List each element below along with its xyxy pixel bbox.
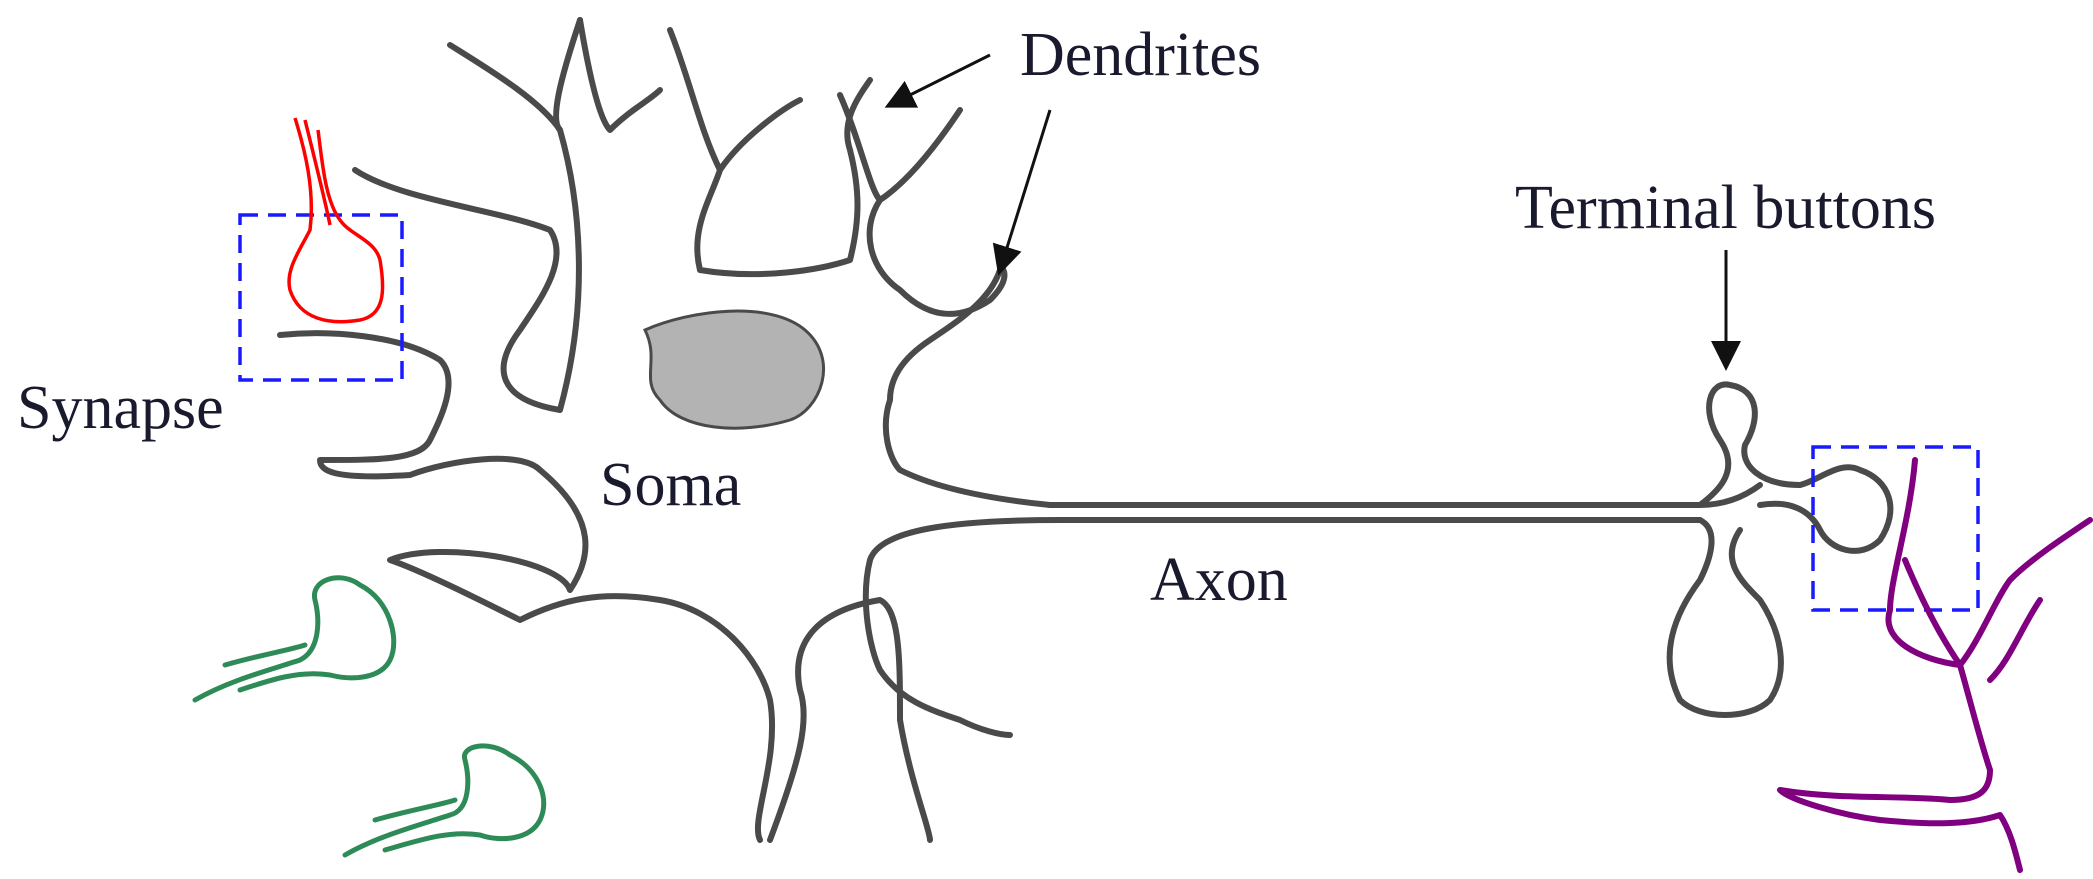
dendrite-upper-mid [670, 30, 870, 274]
terminal-button-right [1760, 467, 1890, 551]
label-dendrites: Dendrites [1020, 21, 1261, 89]
label-axon: Axon [1150, 546, 1288, 614]
presynaptic-neuron-green-upper [195, 578, 394, 700]
nucleus [645, 311, 824, 428]
label-synapse: Synapse [17, 374, 224, 442]
arrow-dendrites-1 [890, 55, 990, 105]
label-soma: Soma [600, 451, 741, 519]
presynaptic-neuron-green-lower [345, 746, 544, 855]
neuron-outline [280, 20, 1760, 840]
presynaptic-neuron-red [289, 118, 383, 322]
dendrite-right-upper [886, 270, 1760, 505]
synapse-box-left [240, 215, 402, 380]
postsynaptic-dendrite-purple [1780, 460, 2090, 870]
soma-dendrite-outline [280, 333, 930, 840]
terminal-button-bottom [1670, 520, 1781, 715]
terminal-button-top [1700, 384, 1800, 505]
terminal-buttons [1670, 384, 1891, 715]
arrow-dendrites-2 [1000, 110, 1050, 270]
label-terminal-buttons: Terminal buttons [1515, 174, 1936, 242]
dendrite-upper-mid-b [840, 95, 1004, 314]
